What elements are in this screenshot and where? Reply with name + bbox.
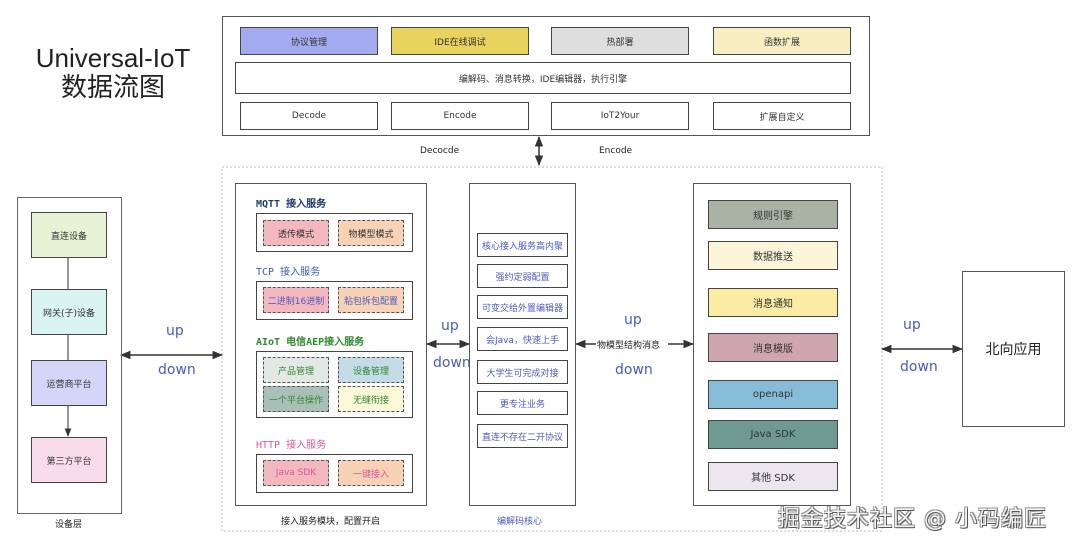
component-iot2your: IoT2Your	[551, 102, 689, 130]
watermark: 掘金技术社区 @ 小码编匠	[778, 507, 1047, 532]
component-encode: Encode	[391, 102, 529, 130]
device-node-direct: 直连设备	[31, 212, 107, 258]
component-custom-extension: 扩展自定义	[713, 102, 851, 130]
codec-core-item: 核心接入服务高内聚	[477, 233, 568, 257]
aiot-item-device-management: 设备管理	[338, 357, 404, 383]
component-decode: Decode	[240, 102, 378, 130]
top-panel	[222, 16, 870, 136]
http-item-java-sdk: Java SDK	[263, 460, 329, 486]
north-application-box: 北向应用	[962, 271, 1065, 427]
output-rule-engine: 规则引擎	[708, 200, 838, 229]
http-item-one-click: 一键接入	[338, 460, 404, 486]
mqtt-group-title: MQTT 接入服务	[256, 199, 327, 210]
mqtt-item-thing-model: 物模型模式	[338, 220, 404, 246]
access-services-panel	[235, 183, 427, 506]
top-panel-description: 编解码、消息转换，IDE编辑器，执行引擎	[235, 62, 851, 94]
mqtt-item-passthrough: 透传模式	[263, 220, 329, 246]
tcp-group-box	[256, 281, 413, 320]
device-down-label: down	[158, 362, 196, 378]
diagram-title-line2: 数据流图	[60, 72, 165, 103]
output-java-sdk: Java SDK	[708, 420, 838, 449]
access-down-label: down	[433, 355, 471, 371]
codec-core-item: 直连不存在二开协议	[477, 424, 568, 448]
aiot-item-seamless: 无缝衔接	[338, 386, 404, 412]
encode-link-label: Encode	[599, 146, 633, 156]
outputs-panel	[693, 183, 851, 506]
tcp-item-binary-hex: 二进制16进制	[263, 287, 329, 313]
decode-link-label: Decocde	[420, 146, 460, 156]
north-down-label: down	[900, 359, 938, 375]
tcp-item-packet-config: 粘包拆包配置	[338, 287, 404, 313]
diagram-title-line1: Universal-IoT	[35, 43, 191, 73]
device-node-operator-platform: 运营商平台	[31, 360, 107, 406]
output-openapi: openapi	[708, 380, 838, 409]
aiot-group-box	[256, 351, 413, 418]
codec-core-item: 可变交给外置编辑器	[477, 295, 568, 319]
codec-core-item: 会Java，快速上手	[477, 327, 568, 351]
output-message-notification: 消息通知	[708, 288, 838, 317]
feature-ide-online-debug: IDE在线调试	[391, 27, 529, 55]
feature-hot-deploy: 热部署	[551, 27, 689, 55]
device-up-label: up	[166, 323, 184, 339]
http-group-title: HTTP 接入服务	[256, 440, 327, 451]
codec-core-item: 强约定弱配置	[477, 264, 568, 288]
output-data-push: 数据推送	[708, 241, 838, 270]
north-up-label: up	[903, 317, 921, 333]
aiot-item-single-platform: 一个平台操作	[263, 386, 329, 412]
device-layer-panel	[17, 197, 122, 514]
aiot-group-title: AIoT 电信AEP接入服务	[256, 337, 365, 348]
aiot-item-product-management: 产品管理	[263, 357, 329, 383]
mqtt-group-box	[256, 213, 413, 252]
thing-model-message-label: 物模型结构消息	[597, 341, 661, 351]
feature-function-extension: 函数扩展	[713, 27, 851, 55]
core-up-label: up	[624, 312, 642, 328]
output-other-sdk: 其他 SDK	[708, 462, 838, 491]
http-group-box	[256, 454, 413, 493]
codec-core-item: 大学生可完成对接	[477, 360, 568, 384]
device-layer-caption: 设备层	[55, 520, 83, 530]
tcp-group-title: TCP 接入服务	[256, 267, 321, 278]
access-services-caption: 接入服务模块，配置开启	[281, 517, 381, 527]
codec-core-caption: 编解码核心	[497, 517, 543, 527]
device-node-third-party: 第三方平台	[31, 437, 107, 483]
device-node-gateway: 网关(子)设备	[31, 289, 107, 335]
core-down-label: down	[615, 362, 653, 378]
output-message-template: 消息模版	[708, 333, 838, 362]
access-up-label: up	[441, 318, 459, 334]
codec-core-panel	[469, 183, 576, 506]
diagram-title: Universal-IoT 数据流图	[18, 43, 208, 103]
codec-core-item: 更专注业务	[477, 391, 568, 415]
feature-protocol-management: 协议管理	[240, 27, 378, 55]
